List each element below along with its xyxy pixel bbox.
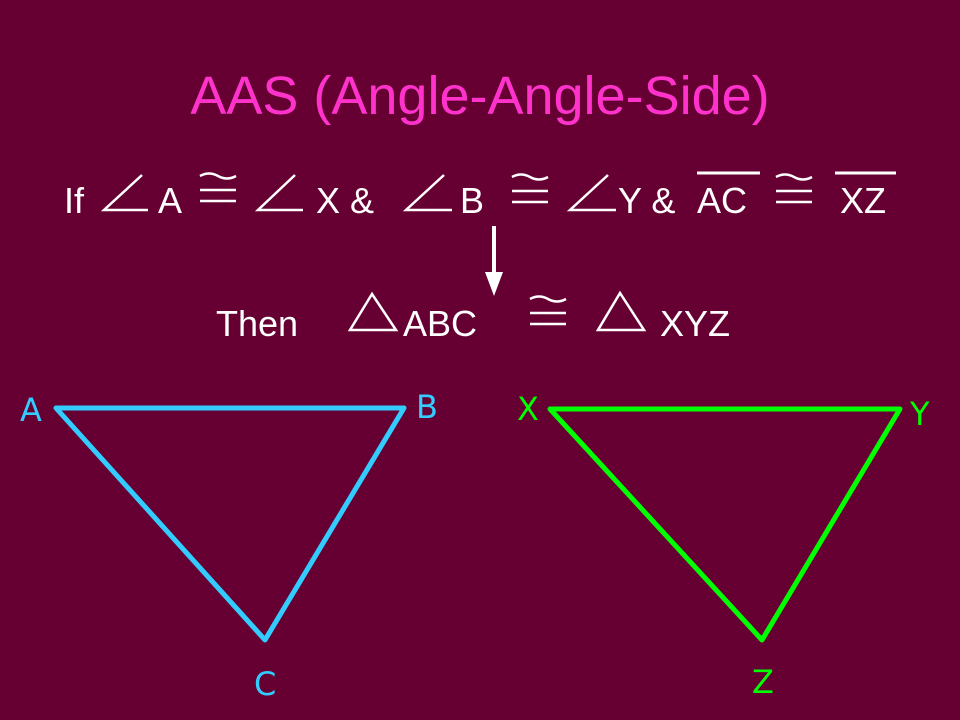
triangle-xyz: X Y Z [517, 390, 930, 701]
if-word: If [64, 180, 85, 221]
then-statement: Then ABC XYZ [216, 290, 730, 344]
angle-x-label: X & [316, 180, 374, 221]
vertex-b-label: B [416, 388, 438, 426]
triangle-icon [595, 290, 647, 332]
down-arrow-icon [485, 226, 503, 296]
angle-a-label: A [158, 180, 182, 221]
then-word: Then [216, 303, 298, 344]
angle-icon [100, 174, 148, 212]
page-title: AAS (Angle-Angle-Side) [190, 66, 769, 126]
angle-b-label: B [460, 180, 484, 221]
segment-xz-label: XZ [840, 180, 886, 221]
triangle-abc-shape [53, 405, 407, 643]
congruent-icon [775, 173, 813, 204]
triangle-xyz-shape [547, 406, 903, 643]
segment-ac-label: AC [697, 180, 747, 221]
triangle-xyz-label: XYZ [660, 303, 730, 344]
vertex-a-label: A [20, 391, 42, 429]
congruent-icon [511, 173, 549, 204]
vertex-c-label: C [254, 665, 276, 703]
congruent-icon [529, 295, 567, 326]
angle-icon [566, 174, 616, 212]
triangle-icon [347, 291, 399, 332]
vertex-z-label: Z [752, 663, 774, 701]
vertex-x-label: X [517, 390, 539, 428]
vertex-y-label: Y [909, 395, 930, 433]
triangle-abc-label: ABC [403, 303, 477, 344]
triangle-abc: A B C [20, 388, 438, 703]
angle-y-label: Y & [618, 180, 675, 221]
angle-icon [402, 174, 452, 212]
if-statement: If A X & B Y & AC [64, 171, 896, 221]
angle-icon [254, 174, 303, 212]
congruent-icon [199, 172, 237, 203]
